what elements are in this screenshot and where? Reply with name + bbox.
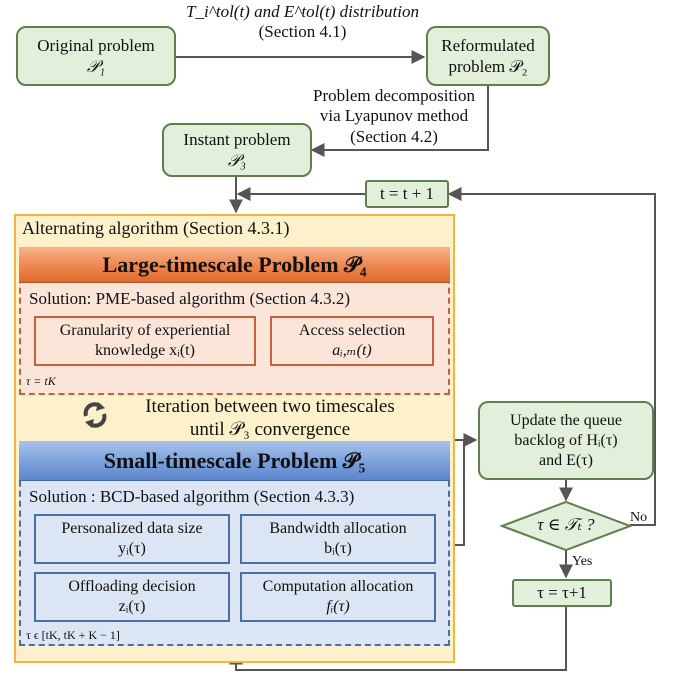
instant-problem-line1: Instant problem (183, 129, 291, 149)
small-solution-text: Solution : BCD-based algorithm (Section … (29, 487, 355, 506)
update-queue-node: Update the queue backlog of Hᵢ(τ) and E(… (478, 401, 654, 480)
alternating-title: Alternating algorithm (Section 4.3.1) (22, 218, 290, 238)
bandwidth-allocation-box: Bandwidth allocation bᵢ(τ) (240, 514, 436, 564)
computation-allocation-box: Computation allocation fᵢ(τ) (240, 572, 436, 622)
reformulated-problem-node: Reformulated problem 𝒫₂ (426, 26, 550, 86)
large-tau-note: τ = tK (26, 374, 56, 388)
iteration-line1: Iteration between two timescales (145, 396, 395, 417)
original-problem-symbol: 𝒫₁ (86, 57, 106, 76)
original-problem-node: Original problem 𝒫₁ (16, 26, 176, 86)
decision-text: τ ∈ 𝒯ₜ ? (537, 515, 595, 534)
granularity-line2: knowledge xᵢ(t) (95, 342, 195, 359)
offloading-line2: zᵢ(τ) (118, 598, 146, 615)
access-selection-line1: Access selection (298, 322, 406, 339)
iteration-label: Iteration between two timescales until 𝒫… (110, 396, 430, 442)
granularity-box: Granularity of experiential knowledge xᵢ… (34, 316, 256, 366)
decision-yes-label: Yes (572, 554, 593, 569)
access-selection-box: Access selection aᵢ,ₘ(t) (270, 316, 434, 366)
arrow-no-loop (447, 187, 656, 526)
access-selection-line2: aᵢ,ₘ(t) (332, 342, 372, 359)
decision-no-label: No (630, 510, 648, 525)
update-queue-line1: Update the queue (510, 411, 622, 429)
reformulated-line2: problem 𝒫₂ (448, 57, 528, 76)
distribution-label-line2: (Section 4.1) (258, 22, 347, 42)
tau-update-text: τ = τ+1 (537, 583, 587, 603)
small-timescale-title: Small-timescale Problem 𝒫₅ (19, 441, 450, 481)
decision-diamond (500, 500, 632, 552)
arrow-small-to-update-1 (450, 433, 478, 546)
bandwidth-line1: Bandwidth allocation (269, 520, 407, 537)
arrow-reformulated-to-instant (310, 86, 489, 157)
large-solution-text: Solution: PME-based algorithm (Section 4… (29, 289, 351, 308)
decomposition-label: Problem decomposition via Lyapunov metho… (294, 86, 494, 147)
bandwidth-line2: bᵢ(τ) (324, 540, 352, 557)
offloading-decision-box: Offloading decision zᵢ(τ) (34, 572, 230, 622)
cycle-arrows-icon (82, 398, 108, 432)
offloading-line1: Offloading decision (68, 578, 196, 595)
update-queue-line3: and E(τ) (539, 451, 593, 469)
small-tau-note: τ ϵ [tK, tK + K − 1] (26, 628, 120, 642)
iteration-line2: until 𝒫₃ convergence (189, 418, 351, 440)
decomposition-line1: Problem decomposition (313, 86, 475, 105)
tau-update-node: τ = τ+1 (512, 579, 612, 607)
computation-line1: Computation allocation (262, 578, 414, 595)
update-queue-line2: backlog of Hᵢ(τ) (514, 431, 618, 449)
personalized-data-box: Personalized data size yᵢ(τ) (34, 514, 230, 564)
granularity-line1: Granularity of experiential (59, 322, 231, 339)
t-update-node: t = t + 1 (365, 180, 449, 208)
personalized-line1: Personalized data size (61, 520, 203, 537)
large-timescale-title: Large-timescale Problem 𝒫₄ (19, 247, 450, 283)
personalized-line2: yᵢ(τ) (118, 540, 146, 557)
t-update-text: t = t + 1 (379, 184, 435, 204)
distribution-label: T_i^tol(t) and E^tol(t) distribution (Se… (180, 2, 425, 43)
instant-problem-symbol: 𝒫₃ (227, 151, 247, 170)
decomposition-line2: via Lyapunov method (319, 106, 469, 126)
instant-problem-node: Instant problem 𝒫₃ (162, 123, 312, 177)
decomposition-line3: (Section 4.2) (350, 126, 438, 146)
computation-line2: fᵢ(τ) (326, 598, 350, 615)
distribution-label-line1: T_i^tol(t) and E^tol(t) distribution (186, 2, 419, 21)
original-problem-line1: Original problem (37, 35, 155, 55)
reformulated-line1: Reformulated (441, 35, 535, 55)
